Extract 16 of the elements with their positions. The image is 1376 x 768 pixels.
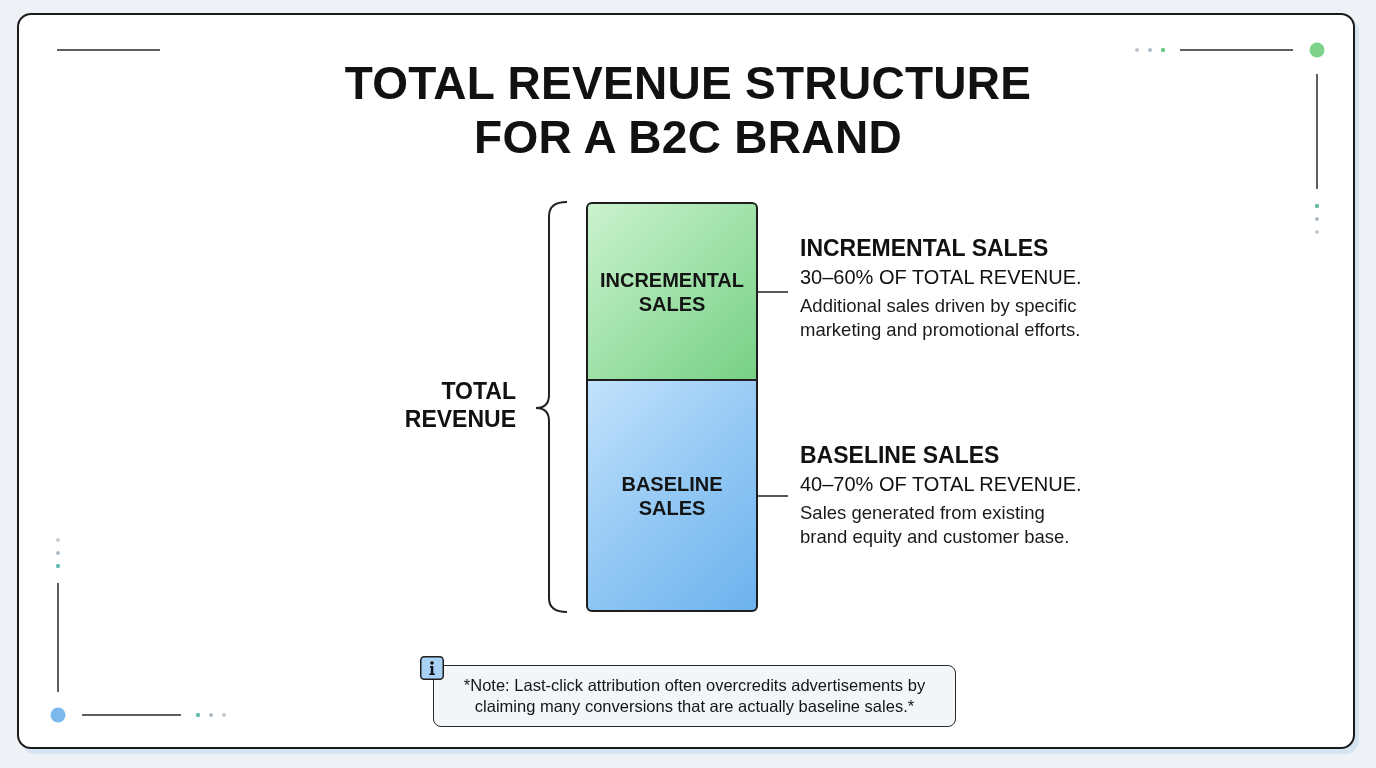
note-text: *Note: Last-click attribution often overcredits advertisements by claiming many conversions that are actually baseline sales.* — [462, 675, 927, 717]
bar-segment — [586, 202, 758, 381]
segment-label: INCREMENTAL SALES — [598, 267, 746, 316]
section-heading: BASELINE SALES — [800, 441, 1000, 469]
percentage-text: 30–60% OF TOTAL REVENUE. — [800, 265, 1082, 290]
note-box — [433, 665, 956, 727]
leader-line — [757, 291, 789, 293]
diagram-title: TOTAL REVENUE STRUCTURE FOR A B2C BRAND — [343, 56, 1033, 164]
leader-line — [757, 495, 789, 497]
description-text: Sales generated from existing brand equity and customer base. — [800, 501, 1071, 549]
bracket-label: TOTAL REVENUE — [403, 377, 516, 433]
description-text: Additional sales driven by specific marketing and promotional efforts. — [800, 294, 1082, 342]
segment-label: BASELINE SALES — [620, 471, 724, 520]
section-heading: INCREMENTAL SALES — [800, 234, 1049, 262]
percentage-text: 40–70% OF TOTAL REVENUE. — [800, 472, 1082, 497]
bar-segment — [586, 381, 758, 612]
